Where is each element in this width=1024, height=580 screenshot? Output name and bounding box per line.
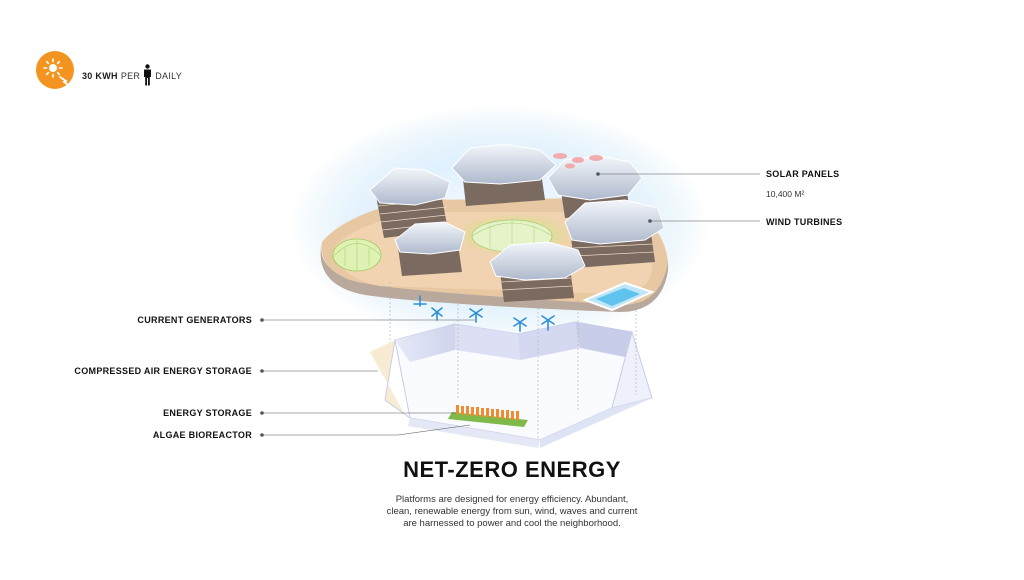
description-line: clean, renewable energy from sun, wind, … <box>386 506 638 517</box>
label-compressed-air-storage: COMPRESSED AIR ENERGY STORAGE <box>74 366 252 376</box>
solar-energy-icon <box>43 58 68 85</box>
label-algae-bioreactor: ALGAE BIOREACTOR <box>152 430 252 440</box>
current-generator-turbines <box>413 295 555 332</box>
guide-lines <box>389 282 637 440</box>
per-label: PER <box>120 71 141 81</box>
page-title: NET-ZERO ENERGY <box>403 457 621 482</box>
description-line: Platforms are designed for energy effici… <box>395 494 629 505</box>
energy-value: 30 KWH <box>82 71 118 81</box>
description: Platforms are designed for energy effici… <box>362 494 662 530</box>
label-current-generators: CURRENT GENERATORS <box>137 315 252 325</box>
garden-dome <box>332 238 382 272</box>
description-line: are harnessed to power and cool the neig… <box>403 518 621 529</box>
period-label: DAILY <box>155 71 183 81</box>
wind-turbine-sails <box>553 153 603 169</box>
underwater-storage-structure <box>370 321 653 448</box>
energy-storage-cells <box>448 405 528 427</box>
label-wind-turbines: WIND TURBINES <box>766 217 843 227</box>
swimming-pool <box>582 281 655 312</box>
label-solar-area: 10,400 M² <box>766 189 805 199</box>
energy-badge <box>36 51 74 89</box>
solar-panel-buildings <box>369 143 665 302</box>
label-energy-storage: ENERGY STORAGE <box>163 408 252 418</box>
label-solar-panels: SOLAR PANELS <box>766 169 840 179</box>
person-icon <box>143 64 152 88</box>
leader-lines <box>260 172 760 437</box>
energy-stat: 30 KWH PER DAILY <box>82 64 182 88</box>
